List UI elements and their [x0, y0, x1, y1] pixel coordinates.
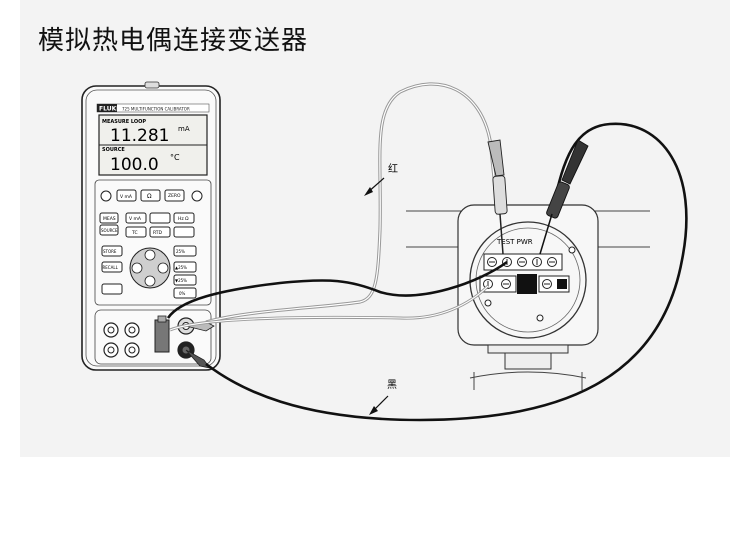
measure-unit: mA: [178, 125, 190, 133]
zero-percent-label: 0%: [179, 291, 186, 296]
input-jacks: [103, 322, 140, 358]
ramp-button-top[interactable]: [149, 212, 171, 224]
red-wire-label: 红: [364, 162, 398, 196]
source-button-label: SOURCE: [101, 228, 118, 233]
dpad[interactable]: [129, 247, 171, 289]
black-label-text: 黑: [387, 379, 397, 391]
tc-button-label: TC: [131, 230, 138, 236]
zero-button-label: ZERO: [168, 193, 181, 199]
measure-button-label: MEAS: [103, 216, 116, 222]
ramp-button[interactable]: [101, 283, 123, 295]
store-button-label: STORE: [103, 249, 117, 254]
recall-button[interactable]: [101, 261, 123, 273]
step25-down-button[interactable]: [173, 274, 197, 286]
source-button[interactable]: [99, 224, 119, 236]
black-probe: [539, 139, 589, 255]
terminal-row-bottom: [479, 274, 570, 294]
wires: [166, 82, 688, 422]
red-label-text: 红: [388, 162, 398, 175]
mode1-button[interactable]: [116, 189, 137, 202]
source-label: SOURCE: [102, 147, 125, 153]
power-button[interactable]: [100, 190, 112, 202]
ohm-button[interactable]: [140, 189, 161, 202]
terminal-row-top: [483, 253, 563, 271]
red-probe: [487, 139, 508, 255]
step25-up-label: ▲25%: [175, 265, 187, 270]
zero-button[interactable]: [164, 189, 185, 202]
step-up-button-label: 25%: [176, 249, 185, 254]
mode1-button-label: V mA: [120, 194, 133, 200]
store-button[interactable]: [101, 245, 123, 257]
dpad-right[interactable]: [157, 262, 169, 274]
brand-logo: FLUKE: [99, 106, 120, 113]
rtd-button[interactable]: [149, 226, 171, 238]
model-label: 725 MULTIFUNCTION CALIBRATOR: [122, 107, 190, 112]
dpad-up[interactable]: [144, 249, 156, 261]
hz-ohm-button-label: Hz Ω: [178, 216, 189, 222]
zero-percent-button[interactable]: [173, 287, 197, 299]
extra-button[interactable]: [173, 226, 195, 238]
step25-up-button[interactable]: [173, 261, 197, 273]
black-block: [517, 274, 537, 294]
backlight-button[interactable]: [191, 190, 203, 202]
v-ma-button-label: V mA: [129, 216, 142, 222]
tc-button[interactable]: [125, 226, 147, 238]
source-value: 100.0: [110, 155, 159, 175]
dpad-left[interactable]: [131, 262, 143, 274]
measure-value: 11.281: [110, 126, 169, 146]
measure-loop-label: MEASURE LOOP: [102, 119, 146, 125]
terminal-label: TEST PWR: [496, 238, 533, 246]
black-wire-label: 黑: [369, 379, 397, 415]
rtd-button-label: RTD: [153, 230, 163, 236]
page-title: 模拟热电偶连接变送器: [38, 26, 309, 56]
ohm-button-label: Ω: [147, 193, 152, 200]
source-unit: °C: [170, 153, 180, 162]
hz-ohm-button[interactable]: [173, 212, 195, 224]
recall-button-label: RECALL: [103, 265, 119, 270]
step25-down-label: ▼25%: [175, 278, 187, 283]
tc-connector: [154, 319, 170, 353]
dpad-down[interactable]: [144, 275, 156, 287]
step-up-button[interactable]: [173, 245, 197, 257]
v-ma-button[interactable]: [125, 212, 147, 224]
measure-button[interactable]: [99, 212, 119, 224]
calibrator: FLUKE 725 MULTIFUNCTION CALIBRATOR MEASU…: [81, 81, 221, 371]
transmitter: TEST PWR: [406, 204, 650, 390]
